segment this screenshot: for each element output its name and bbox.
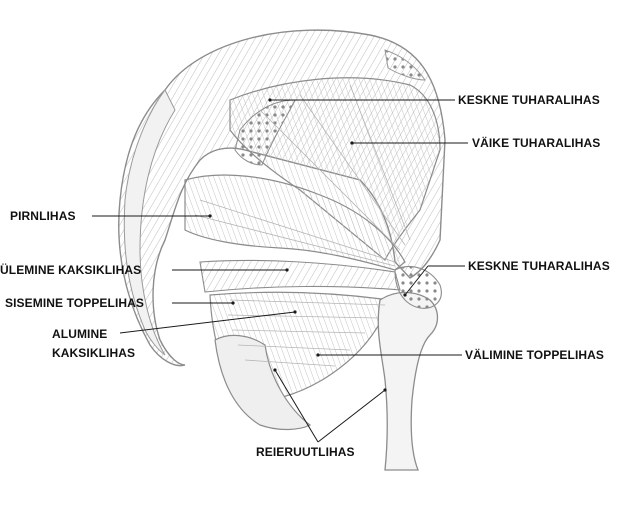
bone-texture-top bbox=[384, 49, 426, 81]
gemellus-region bbox=[199, 259, 401, 293]
ilium-wing bbox=[123, 89, 176, 356]
label-ulemine-kaksiklihas: ÜLEMINE KAKSIKLIHAS bbox=[0, 263, 142, 277]
label-alumine: ALUMINE bbox=[52, 327, 108, 341]
piriformis-region bbox=[184, 174, 406, 271]
label-reieruutlihas: REIERUUTLIHAS bbox=[256, 445, 355, 459]
muscle-fibers bbox=[194, 84, 411, 367]
label-vaike-tuharalihas: VÄIKE TUHARALIHAS bbox=[472, 136, 601, 150]
label-kaksiklihas: KAKSIKLIHAS bbox=[52, 346, 136, 360]
greater-trochanter bbox=[394, 266, 442, 309]
label-keskne-tuharalihas-top: KESKNE TUHARALIHAS bbox=[458, 93, 600, 107]
label-valimine-toppelihas: VÄLIMINE TOPPELIHAS bbox=[465, 348, 605, 362]
label-keskne-tuharalihas-right: KESKNE TUHARALIHAS bbox=[468, 259, 610, 273]
label-pirnlihas: PIRNLIHAS bbox=[10, 209, 76, 223]
bone-texture bbox=[234, 99, 296, 166]
femur-shaft bbox=[377, 291, 439, 471]
ischium-region bbox=[214, 334, 312, 431]
leader-lines bbox=[92, 98, 468, 443]
label-sisemine-toppelihas: SISEMINE TOPPELIHAS bbox=[5, 296, 145, 310]
